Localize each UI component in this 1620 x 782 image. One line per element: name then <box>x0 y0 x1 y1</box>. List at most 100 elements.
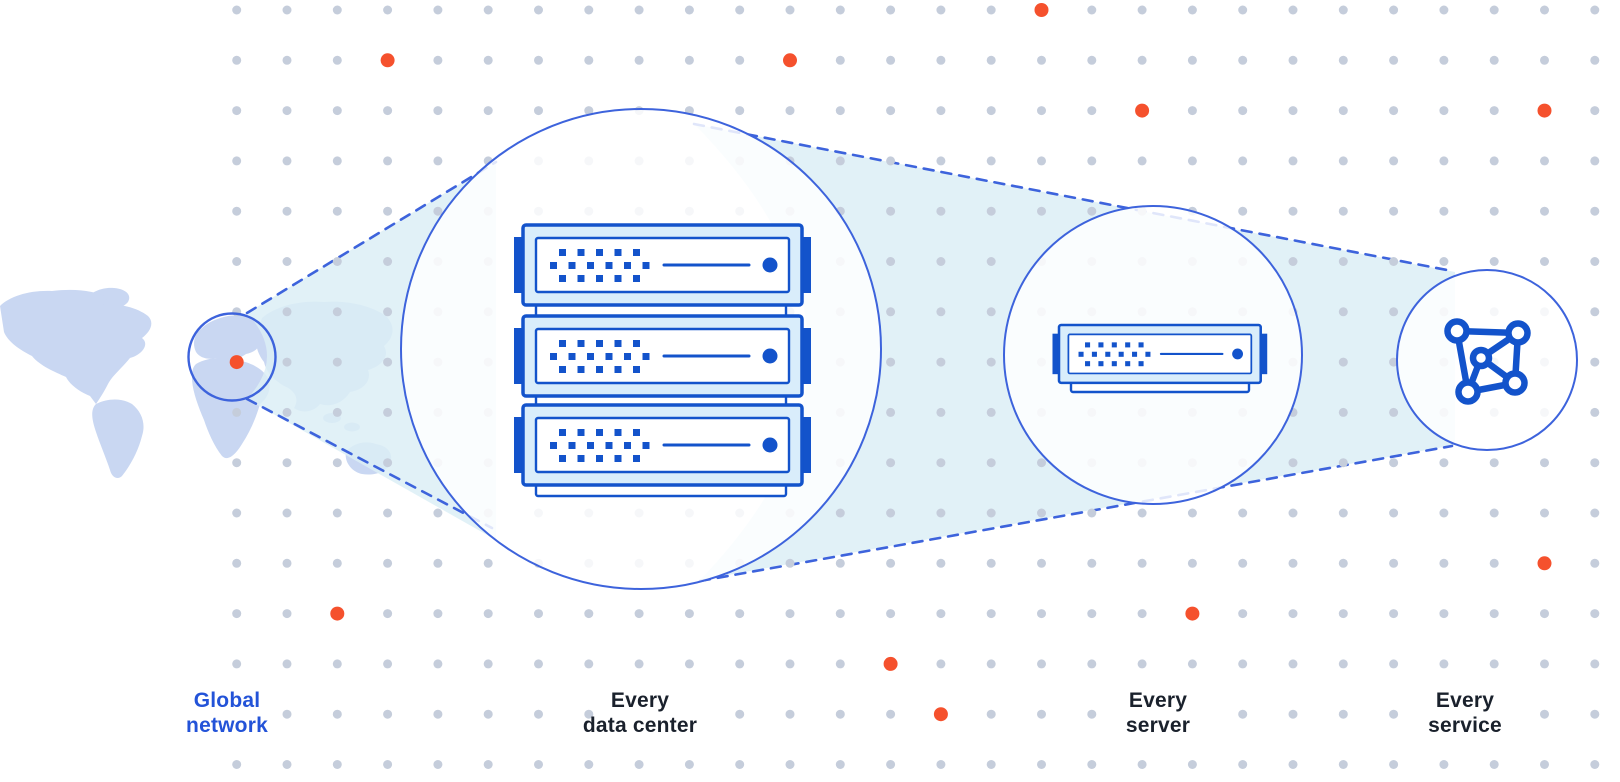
grid-dot <box>282 156 292 166</box>
grid-dot <box>332 357 342 367</box>
grid-dot <box>986 206 996 216</box>
grid-dot <box>1037 55 1046 65</box>
grid-dot <box>886 407 896 417</box>
grid-dot <box>1137 760 1147 769</box>
grid-dot <box>483 659 493 669</box>
grid-dot <box>936 357 946 367</box>
grid-dot <box>232 106 242 116</box>
grid-dot <box>1137 5 1147 15</box>
grid-dot <box>1590 257 1600 266</box>
grid-dot <box>986 609 996 619</box>
grid-dot <box>835 156 845 166</box>
dashed-line-bottom-right <box>698 444 1454 583</box>
grid-dot <box>282 659 292 669</box>
grid-dot <box>1389 709 1399 719</box>
server-unit-3 <box>512 403 813 487</box>
grid-dot <box>1338 357 1348 367</box>
grid-dot <box>1590 55 1600 65</box>
grid-dot <box>1489 609 1499 619</box>
grid-dot <box>1037 458 1046 468</box>
grid-dot <box>332 508 342 518</box>
grid-dot <box>1137 156 1147 166</box>
grid-dot <box>433 206 443 216</box>
grid-dot <box>483 609 493 619</box>
grid-dot <box>785 106 795 116</box>
grid-dot <box>835 5 845 15</box>
grid-dot <box>1288 558 1298 568</box>
grid-dot <box>1590 760 1600 769</box>
grid-dot <box>1087 55 1097 65</box>
grid-dot <box>735 5 745 15</box>
orange-grid-dot <box>933 707 948 722</box>
server-node <box>1003 205 1303 505</box>
grid-dot <box>1238 508 1248 518</box>
data-center-node <box>400 108 882 590</box>
grid-dot <box>1338 760 1348 769</box>
grid-dot <box>282 357 292 367</box>
grid-dot <box>232 156 242 166</box>
grid-dot <box>1338 558 1348 568</box>
grid-dot <box>986 458 996 468</box>
grid-dot <box>232 257 242 266</box>
grid-dot <box>1338 709 1348 719</box>
grid-dot <box>1439 609 1449 619</box>
grid-dot <box>383 257 393 266</box>
grid-dot <box>332 659 342 669</box>
grid-dot <box>1288 156 1298 166</box>
grid-dot <box>332 709 342 719</box>
grid-dot <box>1338 156 1348 166</box>
grid-dot <box>1288 760 1298 769</box>
orange-grid-dot <box>1537 556 1552 571</box>
grid-dot <box>1590 307 1600 317</box>
grid-dot <box>1288 257 1298 266</box>
grid-dot <box>1389 257 1399 266</box>
grid-dot <box>534 55 543 65</box>
grid-dot <box>1439 508 1449 518</box>
grid-dot <box>332 257 342 266</box>
grid-dot <box>1389 760 1399 769</box>
grid-dot <box>232 558 242 568</box>
grid-dot <box>886 156 896 166</box>
grid-dot <box>282 609 292 619</box>
grid-dot <box>282 55 292 65</box>
grid-dot <box>936 5 946 15</box>
grid-dot <box>1187 106 1197 116</box>
grid-dot <box>886 508 896 518</box>
grid-dot <box>282 5 292 15</box>
grid-dot <box>1590 609 1600 619</box>
grid-dot <box>232 659 242 669</box>
orange-grid-dot <box>380 53 395 68</box>
grid-dot <box>1238 609 1248 619</box>
grid-dot <box>1540 5 1549 15</box>
orange-grid-dot <box>229 355 244 370</box>
grid-dot <box>332 458 342 468</box>
orange-grid-dot <box>330 606 345 621</box>
grid-dot <box>1288 609 1298 619</box>
grid-dot <box>1187 659 1197 669</box>
grid-dot <box>1389 508 1399 518</box>
grid-dot <box>534 709 543 719</box>
grid-dot <box>1389 307 1399 317</box>
grid-dot <box>1087 206 1097 216</box>
grid-dot <box>1338 206 1348 216</box>
grid-dot <box>1389 558 1399 568</box>
orange-grid-dot <box>1034 3 1049 17</box>
grid-dot <box>534 760 543 769</box>
grid-dot <box>634 55 644 65</box>
grid-dot <box>886 5 896 15</box>
label-every-server: Every server <box>1125 689 1191 737</box>
grid-dot <box>232 760 242 769</box>
grid-dot <box>1389 206 1399 216</box>
grid-dot <box>1489 760 1499 769</box>
grid-dot <box>1389 357 1399 367</box>
global-network-node <box>187 312 277 402</box>
grid-dot <box>986 709 996 719</box>
grid-dot <box>1087 760 1097 769</box>
grid-dot <box>1590 206 1600 216</box>
grid-dot <box>835 709 845 719</box>
grid-dot <box>1037 206 1046 216</box>
grid-dot <box>1137 558 1147 568</box>
grid-dot <box>835 106 845 116</box>
grid-dot <box>785 609 795 619</box>
